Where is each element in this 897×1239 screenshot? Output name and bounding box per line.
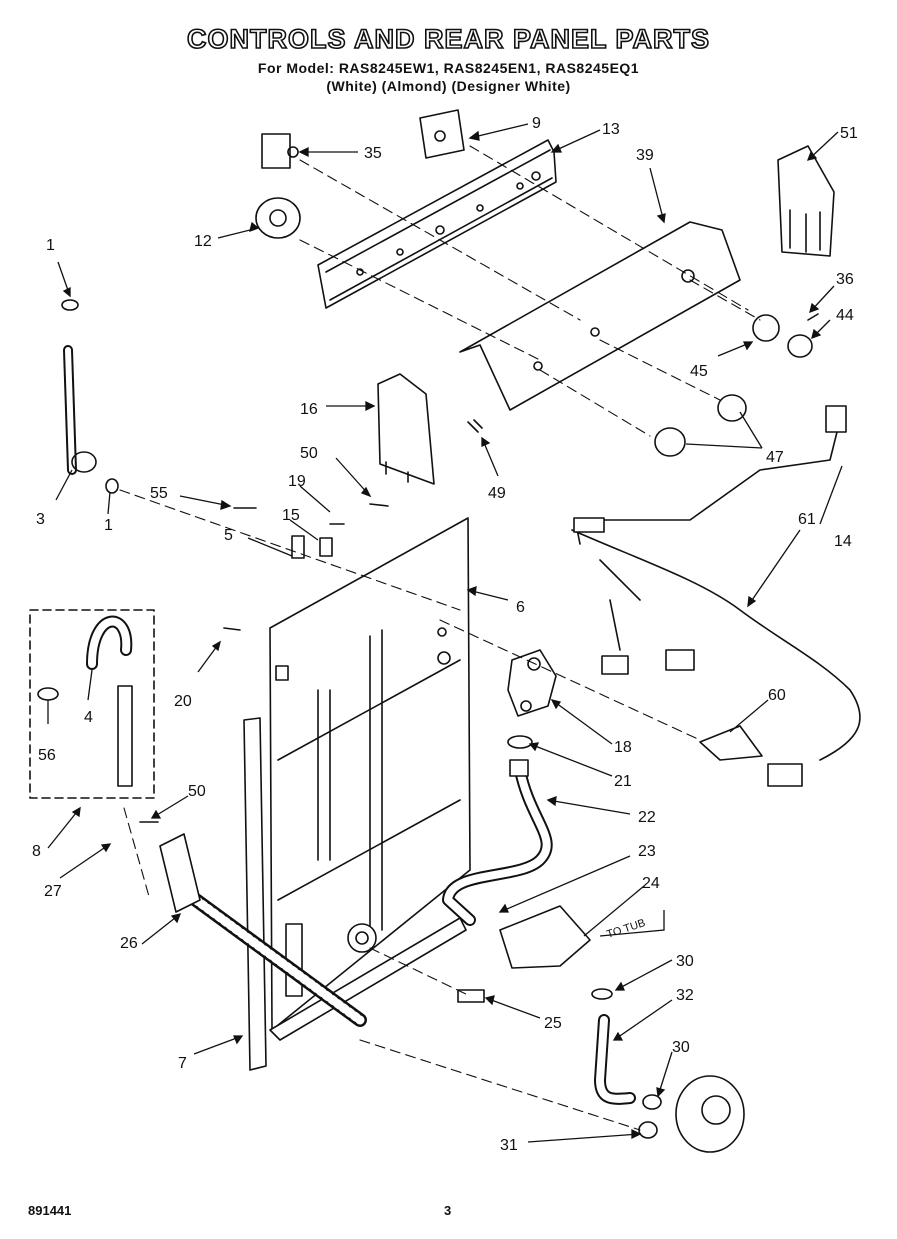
knobs-part xyxy=(654,313,819,457)
part-label: 44 xyxy=(836,307,854,324)
part-label: 1 xyxy=(46,237,55,254)
pump-hose-part xyxy=(591,988,745,1153)
part-label: 21 xyxy=(614,773,632,790)
inlet-hose-kit-part xyxy=(29,609,155,799)
part-label: 56 xyxy=(38,747,56,764)
part-label: 9 xyxy=(532,115,541,132)
part-label: 20 xyxy=(174,693,192,710)
wiring-harness-part xyxy=(571,405,861,787)
part-label: 1 xyxy=(104,517,113,534)
part-label: 32 xyxy=(676,987,694,1004)
mixing-valve-part xyxy=(507,649,557,717)
part-label: 27 xyxy=(44,883,62,900)
part-label: 61 xyxy=(798,511,816,528)
page-number: 3 xyxy=(444,1203,452,1218)
part-label: 50 xyxy=(188,783,206,800)
to-tub-annotation: TO TUB xyxy=(605,917,647,941)
end-cap-left-part xyxy=(377,373,435,485)
model-line: For Model: RAS8245EW1, RAS8245EN1, RAS82… xyxy=(257,60,640,76)
part-label: 22 xyxy=(638,809,656,826)
part-label: 26 xyxy=(120,935,138,952)
part-label: 51 xyxy=(840,125,858,142)
part-label: 7 xyxy=(178,1055,187,1072)
drain-hose-part xyxy=(159,833,367,1027)
part-label: 39 xyxy=(636,147,654,164)
part-label: 30 xyxy=(672,1039,690,1056)
side-strip-part xyxy=(243,717,267,1071)
part-label: 8 xyxy=(32,843,41,860)
part-label: 5 xyxy=(224,527,233,544)
part-label: 31 xyxy=(500,1137,518,1154)
part-label: 15 xyxy=(282,507,300,524)
part-label: 45 xyxy=(690,363,708,380)
part-label: 13 xyxy=(602,121,620,138)
part-label: 6 xyxy=(516,599,525,616)
part-label: 60 xyxy=(768,687,786,704)
console-panel-part xyxy=(317,139,557,309)
part-label: 16 xyxy=(300,401,318,418)
water-level-switch-part xyxy=(255,197,301,239)
part-label: 25 xyxy=(544,1015,562,1032)
document-number: 891441 xyxy=(28,1203,72,1218)
part-label: 36 xyxy=(836,271,854,288)
part-label: 55 xyxy=(150,485,168,502)
hose-part xyxy=(442,759,553,926)
end-cap-part xyxy=(777,145,835,257)
rear-panel-part xyxy=(269,517,471,1031)
part-label: 23 xyxy=(638,843,656,860)
part-label: 12 xyxy=(194,233,212,250)
part-label: 19 xyxy=(288,473,306,490)
part-label: 30 xyxy=(676,953,694,970)
part-label: 14 xyxy=(834,533,852,550)
part-label: 3 xyxy=(36,511,45,528)
part-label: 4 xyxy=(84,709,93,726)
part-label: 50 xyxy=(300,445,318,462)
page-title: CONTROLS AND REAR PANEL PARTS xyxy=(186,23,710,55)
part-label: 49 xyxy=(488,485,506,502)
switch-part xyxy=(261,133,299,169)
part-label: 18 xyxy=(614,739,632,756)
color-line: (White) (Almond) (Designer White) xyxy=(326,78,571,94)
fill-hose-part xyxy=(61,299,119,494)
part-label: 35 xyxy=(364,145,382,162)
water-inlet-part xyxy=(499,905,591,969)
part-label: 24 xyxy=(642,875,660,892)
part-label: 47 xyxy=(766,449,784,466)
timer-part xyxy=(419,109,465,159)
rear-console-panel-part xyxy=(459,221,741,411)
